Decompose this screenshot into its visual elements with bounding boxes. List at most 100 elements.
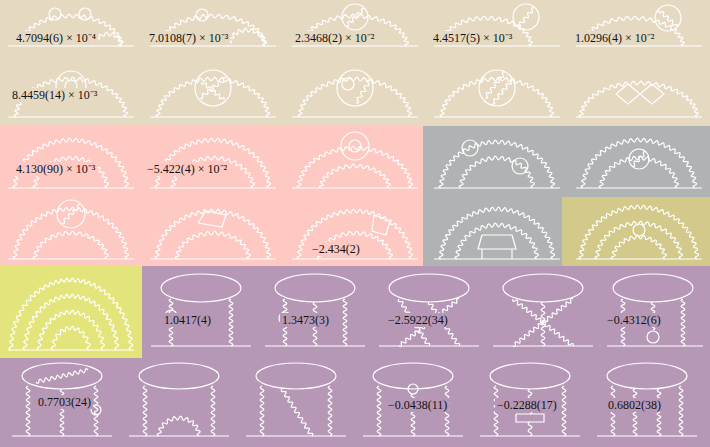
feynman-diagram — [576, 81, 702, 117]
feynman-diagram — [576, 138, 702, 188]
photon-arc — [611, 235, 666, 259]
feynman-diagram — [480, 363, 580, 436]
fermion-line — [8, 187, 134, 188]
fermion-line — [292, 116, 418, 117]
color-panel — [0, 0, 710, 126]
fermion-loop — [633, 224, 645, 236]
photon-line — [681, 299, 685, 346]
fermion-loop — [22, 363, 102, 389]
fermion-line — [292, 45, 418, 46]
fermion-loop — [613, 274, 693, 302]
fermion-loop — [389, 274, 469, 302]
photon-arc — [155, 209, 270, 259]
feynman-diagram — [8, 200, 134, 259]
feynman-diagram — [434, 207, 560, 259]
photon-line — [328, 386, 332, 436]
fermion-loop — [513, 4, 539, 30]
light-by-light-box — [372, 215, 390, 235]
feynman-diagram — [246, 363, 346, 436]
fermion-line — [576, 187, 702, 188]
photon-arc — [33, 231, 108, 259]
fermion-line — [8, 349, 134, 350]
feynman-diagram — [434, 70, 560, 117]
value-label: 0.6802(38) — [606, 398, 663, 412]
photon-arc — [459, 156, 534, 188]
photon-arc — [455, 223, 538, 259]
photon-arc — [157, 416, 200, 436]
photon-arc — [595, 221, 682, 259]
light-by-light-box — [616, 84, 664, 104]
photon-arc — [579, 205, 698, 259]
photon-arc — [439, 207, 554, 259]
photon-line — [202, 82, 225, 100]
fermion-loop — [408, 384, 418, 394]
feynman-diagram — [265, 274, 365, 346]
value-label: 8.4459(14) × 10⁻³ — [10, 88, 99, 102]
value-label: 1.0296(4) × 10⁻² — [573, 31, 656, 45]
feynman-diagram — [607, 274, 703, 346]
photon-line — [229, 299, 233, 346]
fermion-line — [150, 187, 276, 188]
fermion-line — [8, 116, 134, 117]
photon-arc — [319, 164, 390, 188]
feynman-diagram — [379, 274, 479, 347]
diagram-group — [8, 4, 703, 436]
fermion-loop — [373, 363, 453, 389]
fermion-line — [8, 258, 134, 259]
photon-line — [541, 302, 545, 346]
photon-arc — [9, 278, 132, 350]
photon-arc — [440, 77, 553, 117]
fermion-loop — [479, 70, 515, 106]
fermion-line — [150, 258, 276, 259]
fermion-loop — [341, 132, 369, 160]
fermion-line — [292, 187, 418, 188]
fermion-line — [434, 258, 560, 259]
fermion-loop — [647, 331, 659, 343]
feynman-diagram — [363, 363, 463, 436]
photon-line — [659, 10, 678, 27]
fermion-loop — [342, 4, 368, 30]
photon-line — [143, 386, 147, 436]
feynman-diagram — [8, 278, 134, 350]
light-by-light-box — [198, 211, 226, 227]
fermion-line — [434, 45, 560, 46]
photon-line — [200, 77, 226, 98]
photon-line — [343, 299, 347, 346]
fermion-loop — [342, 78, 354, 90]
fermion-line — [151, 345, 251, 346]
fermion-loop — [49, 8, 61, 20]
color-panel — [142, 266, 710, 358]
fermion-loop — [655, 5, 681, 31]
photon-arc — [579, 81, 698, 117]
photon-line — [632, 152, 646, 167]
fermion-loop — [79, 8, 91, 20]
color-panel — [423, 126, 710, 266]
photon-line — [26, 386, 30, 436]
photon-arc — [439, 140, 554, 188]
feynman-diagram — [493, 274, 593, 347]
photon-line — [513, 298, 573, 346]
fermion-line — [8, 45, 134, 46]
fermion-loop — [275, 274, 355, 302]
fermion-loop — [139, 363, 219, 389]
fermion-line — [434, 187, 560, 188]
fermion-loop — [503, 274, 583, 302]
fermion-line — [607, 345, 703, 346]
fermion-loop — [161, 274, 241, 302]
photon-line — [492, 79, 513, 104]
value-label: 4.4517(5) × 10⁻³ — [431, 31, 514, 45]
photon-arc — [581, 138, 696, 188]
feynman-diagram — [129, 363, 229, 436]
value-label: −0.2288(17) — [495, 398, 559, 412]
photon-line — [281, 389, 313, 436]
fermion-loop — [196, 9, 208, 21]
value-label: −5.422(4) × 10⁻² — [145, 162, 229, 176]
photon-line — [528, 422, 532, 436]
photon-line — [657, 389, 661, 436]
photon-arc — [298, 77, 411, 117]
value-label: 1.0417(4) — [162, 313, 213, 327]
fermion-line — [292, 258, 418, 259]
photon-arc — [175, 231, 250, 259]
